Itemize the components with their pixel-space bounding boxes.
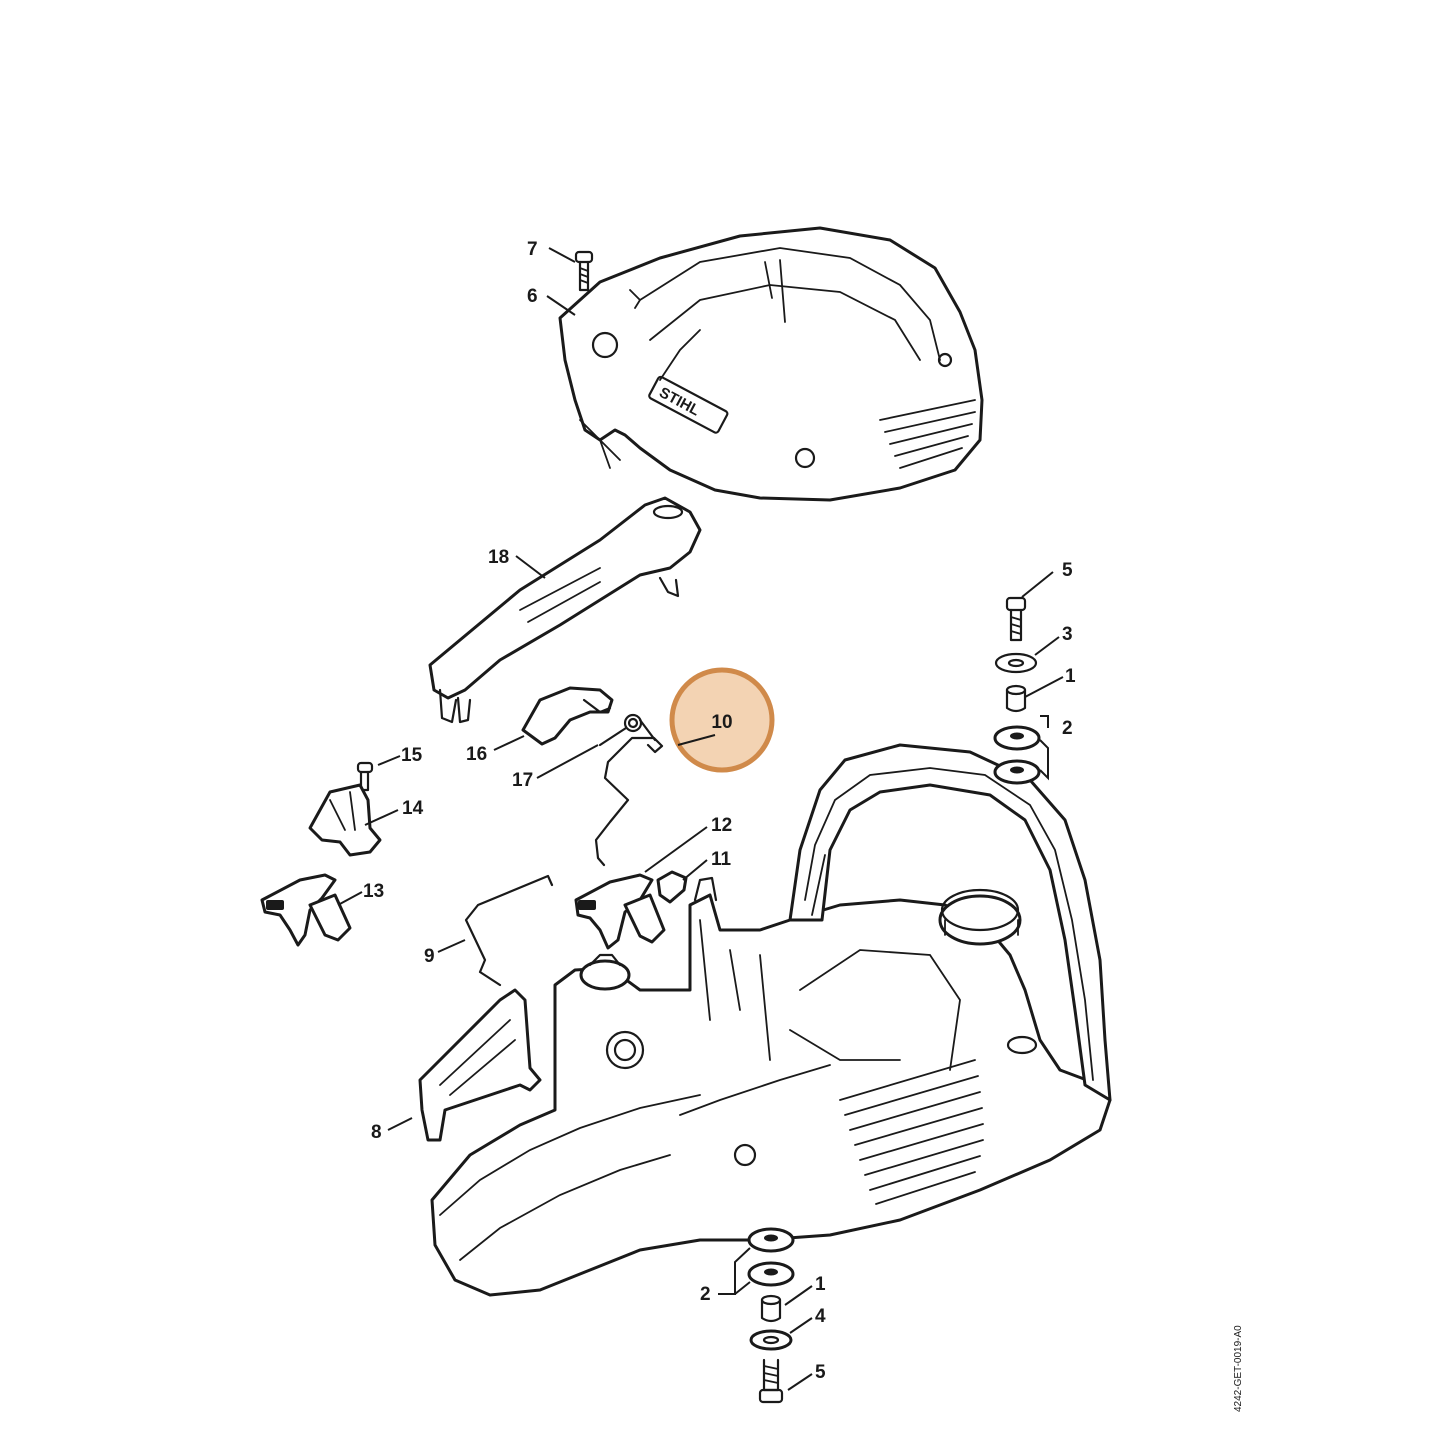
contact-spring-14-part xyxy=(308,783,382,857)
throttle-trigger-13-part xyxy=(260,873,352,947)
shroud-part: STIHL xyxy=(558,226,984,502)
callout-10: 10 xyxy=(711,712,732,733)
callout-9: 9 xyxy=(424,946,435,967)
callout-6: 6 xyxy=(527,286,538,307)
callout-4: 4 xyxy=(815,1306,826,1327)
choke-lever-8-part xyxy=(418,988,542,1142)
sleeve-1-lower-part xyxy=(760,1294,782,1323)
washer-4-part xyxy=(749,1329,793,1351)
front-handle-part xyxy=(788,743,1112,1102)
av-element-2-upper-part xyxy=(993,725,1041,785)
callout-14: 14 xyxy=(402,798,424,819)
callout-5-lower: 5 xyxy=(815,1362,826,1383)
tank-cap-part xyxy=(938,888,1022,946)
interlock-lever-12-part xyxy=(574,873,666,950)
callout-13: 13 xyxy=(363,881,384,902)
screw-5-upper-part xyxy=(1005,596,1027,642)
washer-3-part xyxy=(994,652,1038,674)
callout-17: 17 xyxy=(512,770,533,791)
callout-15: 15 xyxy=(401,745,423,766)
screw-7-part xyxy=(574,250,594,292)
clip-11-part xyxy=(656,870,688,904)
callout-12: 12 xyxy=(711,815,732,836)
housing-part xyxy=(430,876,1112,1297)
callout-1-lower: 1 xyxy=(815,1274,826,1295)
handle-molding-part xyxy=(428,496,702,724)
drawing-number: 4242-GET-0019-A0 xyxy=(1233,1325,1244,1412)
highlight-marker[interactable]: 10 xyxy=(669,667,775,773)
callout-18: 18 xyxy=(488,547,509,568)
callout-11: 11 xyxy=(711,849,732,870)
callout-16: 16 xyxy=(466,744,487,765)
callout-1-upper: 1 xyxy=(1065,666,1076,687)
callout-8: 8 xyxy=(371,1122,382,1143)
rod-9-part xyxy=(464,874,554,987)
sleeve-1-upper-part xyxy=(1005,684,1027,713)
torsion-spring-part xyxy=(598,713,657,747)
callout-3: 3 xyxy=(1062,624,1073,645)
av-element-2-lower-part xyxy=(747,1227,795,1287)
callout-2-lower: 2 xyxy=(700,1284,711,1305)
callout-7: 7 xyxy=(527,239,538,260)
rod-10-part xyxy=(594,736,664,867)
screw-5-lower-part xyxy=(758,1358,784,1404)
callout-2-upper: 2 xyxy=(1062,718,1073,739)
bottom-mount-hole xyxy=(1006,1035,1038,1055)
screw-15-part xyxy=(356,761,374,792)
callout-5-upper: 5 xyxy=(1062,560,1073,581)
trigger-part xyxy=(521,686,614,746)
